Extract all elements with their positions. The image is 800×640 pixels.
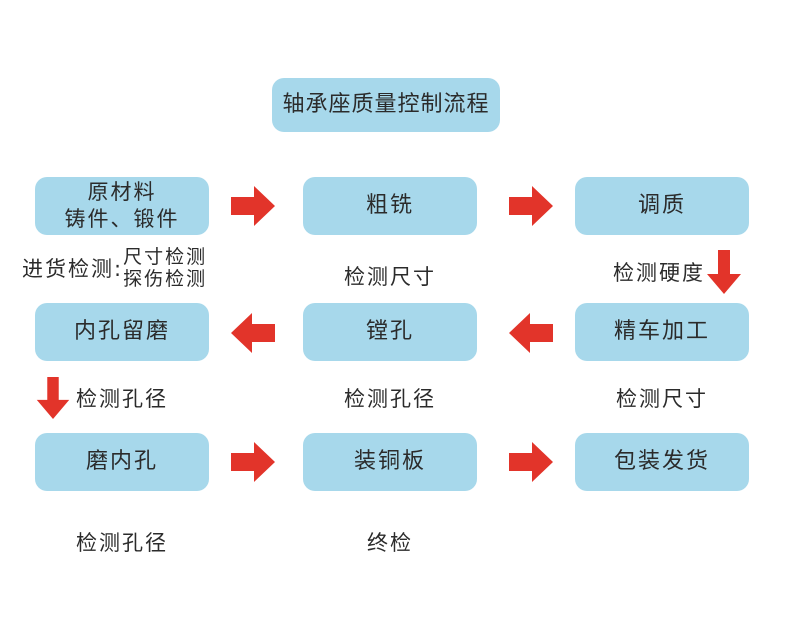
process-box-label: 装铜板 [353,448,426,474]
check-hardness-group: 检测硬度 [613,250,741,294]
arrow-down-icon [707,250,741,294]
check-label-dimension: 检测尺寸 [344,265,436,289]
arrow-right-icon [509,442,553,482]
inspection-item-label: 尺寸检测 [123,246,208,268]
process-box-boring: 镗孔 [303,303,477,361]
process-box-label: 粗铣 [365,192,414,218]
process-box-quench-temper: 调质 [575,177,749,235]
check-label-bore-diameter: 检测孔径 [344,387,436,411]
inspection-prefix-label: 进货检测: [22,257,124,281]
inspection-items: 尺寸检测 探伤检测 [123,246,207,290]
process-box-label: 磨内孔 [85,448,158,474]
arrow-right-icon [509,186,553,226]
process-box-bore-grinding-allowance: 内孔留磨 [35,303,209,361]
process-box-label: 精车加工 [613,318,710,344]
check-label-bore-diameter: 检测孔径 [76,387,168,411]
process-box-grind-bore: 磨内孔 [35,433,209,491]
arrow-down-icon [36,377,70,419]
check-label-final-inspection: 终检 [367,531,413,555]
check-label-bore-diameter: 检测孔径 [76,531,168,555]
process-box-rough-milling: 粗铣 [303,177,477,235]
process-box-fit-copper-plate: 装铜板 [303,433,477,491]
flowchart-title: 轴承座质量控制流程 [282,91,490,117]
arrow-right-icon [231,186,275,226]
incoming-inspection-label-group: 进货检测: 尺寸检测 探伤检测 [22,246,207,290]
process-box-finish-turning: 精车加工 [575,303,749,361]
check-label-hardness: 检测硬度 [613,261,705,285]
arrow-left-icon [231,313,275,353]
process-box-label: 包装发货 [613,448,710,474]
check-bore-diameter-group: 检测孔径 [36,377,168,419]
process-box-label: 调质 [637,192,686,218]
process-box-pack-ship: 包装发货 [575,433,749,491]
arrow-left-icon [509,313,553,353]
arrow-right-icon [231,442,275,482]
process-box-label: 原材料 [87,180,157,204]
flowchart-title-box: 轴承座质量控制流程 [272,78,500,132]
check-label-dimension: 检测尺寸 [616,387,708,411]
process-box-label: 内孔留磨 [73,318,170,344]
inspection-item-label: 探伤检测 [123,268,208,290]
process-box-label: 铸件、锻件 [64,207,180,231]
process-box-label: 镗孔 [365,318,414,344]
process-box-raw-material: 原材料 铸件、锻件 [35,177,209,235]
